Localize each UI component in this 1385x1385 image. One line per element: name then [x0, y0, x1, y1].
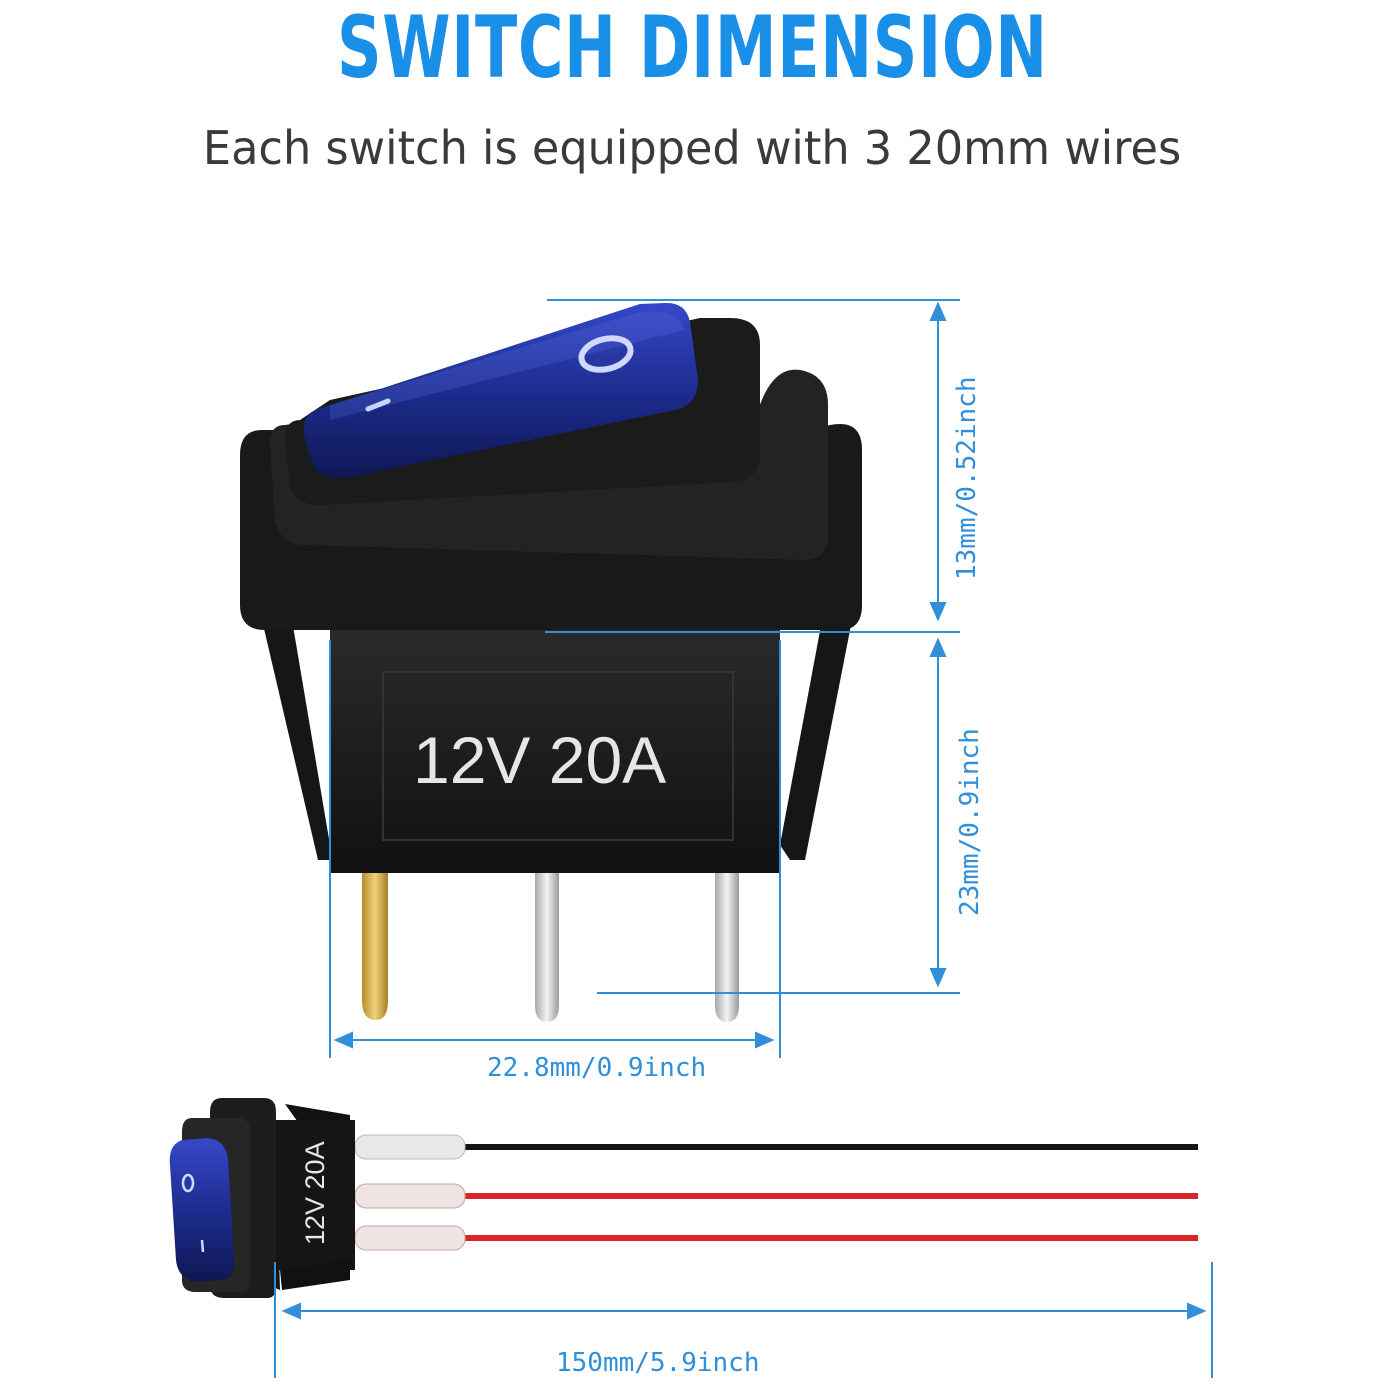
mounting-clip-left — [262, 620, 330, 860]
wire-sleeve-3 — [354, 1225, 466, 1251]
wired-rocker-symbol-on — [200, 1239, 205, 1253]
switch-rating-label: 12V 20A — [413, 723, 667, 797]
switch-body — [330, 628, 780, 873]
wire-sleeve-2 — [354, 1183, 466, 1209]
rocker-button — [303, 302, 698, 479]
wired-switch — [169, 1098, 1198, 1298]
wired-rocker-symbol-off — [181, 1173, 195, 1193]
wire-length-label: 150mm/5.9inch — [556, 1348, 760, 1378]
terminal-silver-middle — [535, 873, 559, 1022]
wired-switch-clip-3 — [280, 1260, 350, 1290]
page-title: SWITCH DIMENSION — [336, 0, 1048, 98]
wired-switch-rating-label: 12V 20A — [300, 1141, 330, 1245]
dimension-lines — [329, 299, 960, 1058]
width-label: 22.8mm/0.9inch — [487, 1053, 707, 1083]
top-height-label: 13mm/0.52inch — [952, 376, 982, 581]
wire-sleeve-1 — [354, 1134, 466, 1160]
switch-main — [240, 302, 862, 1022]
wire-dimension-lines — [274, 1262, 1213, 1378]
mounting-clip-right — [780, 620, 852, 860]
body-height-label: 23mm/0.9inch — [955, 728, 985, 916]
wired-switch-rocker — [169, 1138, 235, 1282]
rocker-symbol-on — [365, 398, 391, 412]
wired-switch-body — [275, 1120, 355, 1270]
terminal-brass — [362, 873, 388, 1020]
rocker-symbol-off — [578, 335, 634, 373]
terminal-silver-right — [715, 873, 739, 1022]
rating-plate — [382, 671, 734, 841]
page-subtitle: Each switch is equipped with 3 20mm wire… — [202, 121, 1182, 175]
